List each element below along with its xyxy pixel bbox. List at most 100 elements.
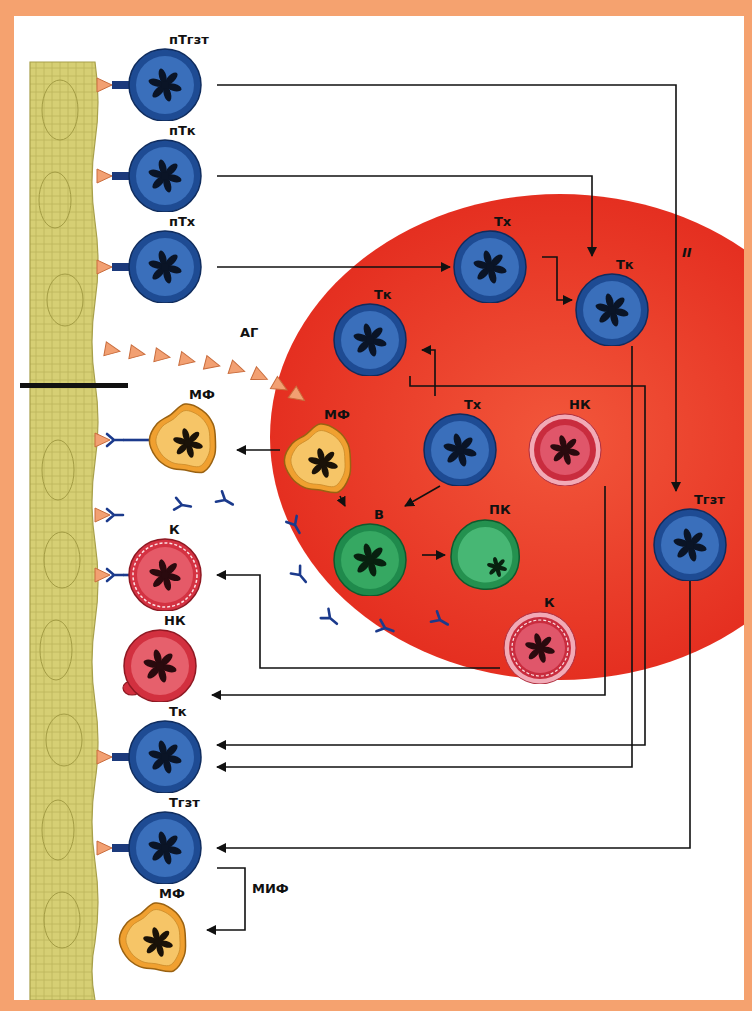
cell-membrane <box>529 414 601 486</box>
antigen <box>228 360 247 378</box>
cell-body <box>129 721 201 793</box>
tissue-cell <box>44 892 80 948</box>
cell-node: МФ <box>115 885 207 975</box>
cell-nucleus <box>172 427 203 458</box>
cell-membrane <box>129 539 201 611</box>
cell-body <box>334 524 406 596</box>
t-cell-receptors <box>97 78 130 855</box>
cell-cytoplasm <box>137 547 193 603</box>
cell-membrane <box>124 630 196 702</box>
cell-body <box>129 812 201 884</box>
macrophage-cytoplasm <box>126 910 180 966</box>
antibody <box>107 509 123 521</box>
chromatin-core <box>161 571 169 579</box>
chromatin-core <box>161 263 169 271</box>
cell-node: В <box>330 506 422 596</box>
cell-label: Тгзт <box>650 491 729 509</box>
cell-cytoplasm <box>341 311 399 369</box>
chromatin-core <box>319 459 326 466</box>
macrophage-cytoplasm <box>156 411 210 467</box>
cell-body <box>129 49 201 121</box>
cell-node: пТк <box>125 122 217 212</box>
macrophage-membrane <box>119 903 185 972</box>
antigen <box>179 352 197 369</box>
cell-body <box>576 274 648 346</box>
antibody <box>107 569 123 581</box>
cell-node: Тк <box>572 256 664 346</box>
cell-body <box>529 414 601 486</box>
chromatin-core <box>561 446 568 453</box>
cell-label: Тк <box>572 256 638 274</box>
cell-node: пТгзт <box>125 31 217 121</box>
receptor <box>112 172 130 180</box>
frame-left <box>0 0 14 1011</box>
cell-cytoplasm <box>136 819 194 877</box>
cell-cytoplasm <box>136 56 194 114</box>
frame-top <box>0 0 752 16</box>
cell-node: К <box>125 521 217 611</box>
cell-cytoplasm <box>431 421 489 479</box>
antigen-stream <box>104 342 309 406</box>
cell-label: пТк <box>125 122 200 140</box>
cell-granule-ring <box>512 620 568 676</box>
divider-bar <box>20 383 128 388</box>
receptor <box>112 753 130 761</box>
tissue-cell <box>42 80 78 140</box>
cell-membrane <box>129 812 201 884</box>
annotation-holder: АГ <box>240 322 258 341</box>
cell-cytoplasm <box>341 531 399 589</box>
antigen <box>204 356 222 373</box>
antibody <box>431 611 451 629</box>
arrow-connector <box>217 581 690 848</box>
connector-group <box>207 85 690 930</box>
chromatin-core <box>161 844 169 852</box>
cell-nucleus <box>353 543 388 578</box>
cell-node: пТх <box>125 213 217 303</box>
cell-granule-ring <box>133 543 197 607</box>
arrow-connector <box>212 486 605 695</box>
chromatin-core <box>495 565 500 570</box>
cell-label: МФ <box>115 885 189 903</box>
antibody <box>321 609 341 628</box>
cell-nucleus <box>307 447 338 478</box>
receptor <box>112 844 130 852</box>
cell-label: МФ <box>145 386 219 404</box>
cell-membrane <box>129 231 201 303</box>
antigen <box>97 750 112 764</box>
cell-membrane <box>654 509 726 581</box>
antigen <box>97 78 112 92</box>
annotation-label: АГ <box>240 325 258 340</box>
cell-label: К <box>500 594 559 612</box>
tissue-cell <box>39 172 71 228</box>
chromatin-core <box>486 263 494 271</box>
cell-membrane <box>334 304 406 376</box>
antigen <box>270 376 290 396</box>
antibody <box>174 498 192 513</box>
cell-label: Тк <box>330 286 396 304</box>
chromatin-core <box>161 172 169 180</box>
chromatin-core <box>608 306 616 314</box>
cell-label: ПК <box>445 501 515 519</box>
annotation-label: МИФ <box>252 881 289 896</box>
cell-label: Тк <box>125 703 191 721</box>
cell-membrane <box>334 524 406 596</box>
cell-label: Тх <box>450 213 515 231</box>
cell-membrane <box>424 414 496 486</box>
cell-node: МФ <box>145 386 237 476</box>
frame-bottom <box>0 1000 752 1011</box>
cell-cytoplasm <box>509 617 571 679</box>
receptor <box>112 81 130 89</box>
plasma-cell-membrane <box>451 520 519 589</box>
cell-cytoplasm <box>461 238 519 296</box>
arrow-connector <box>207 868 245 930</box>
antigen <box>154 348 171 364</box>
antigen <box>97 169 112 183</box>
antibody-stream <box>174 491 451 636</box>
tissue-cells <box>39 80 83 948</box>
arrow-connector <box>237 449 280 451</box>
cell-nucleus <box>549 434 580 465</box>
arrow-connector <box>340 496 345 506</box>
chromatin-core <box>456 446 464 454</box>
arrow-connector <box>217 85 676 491</box>
